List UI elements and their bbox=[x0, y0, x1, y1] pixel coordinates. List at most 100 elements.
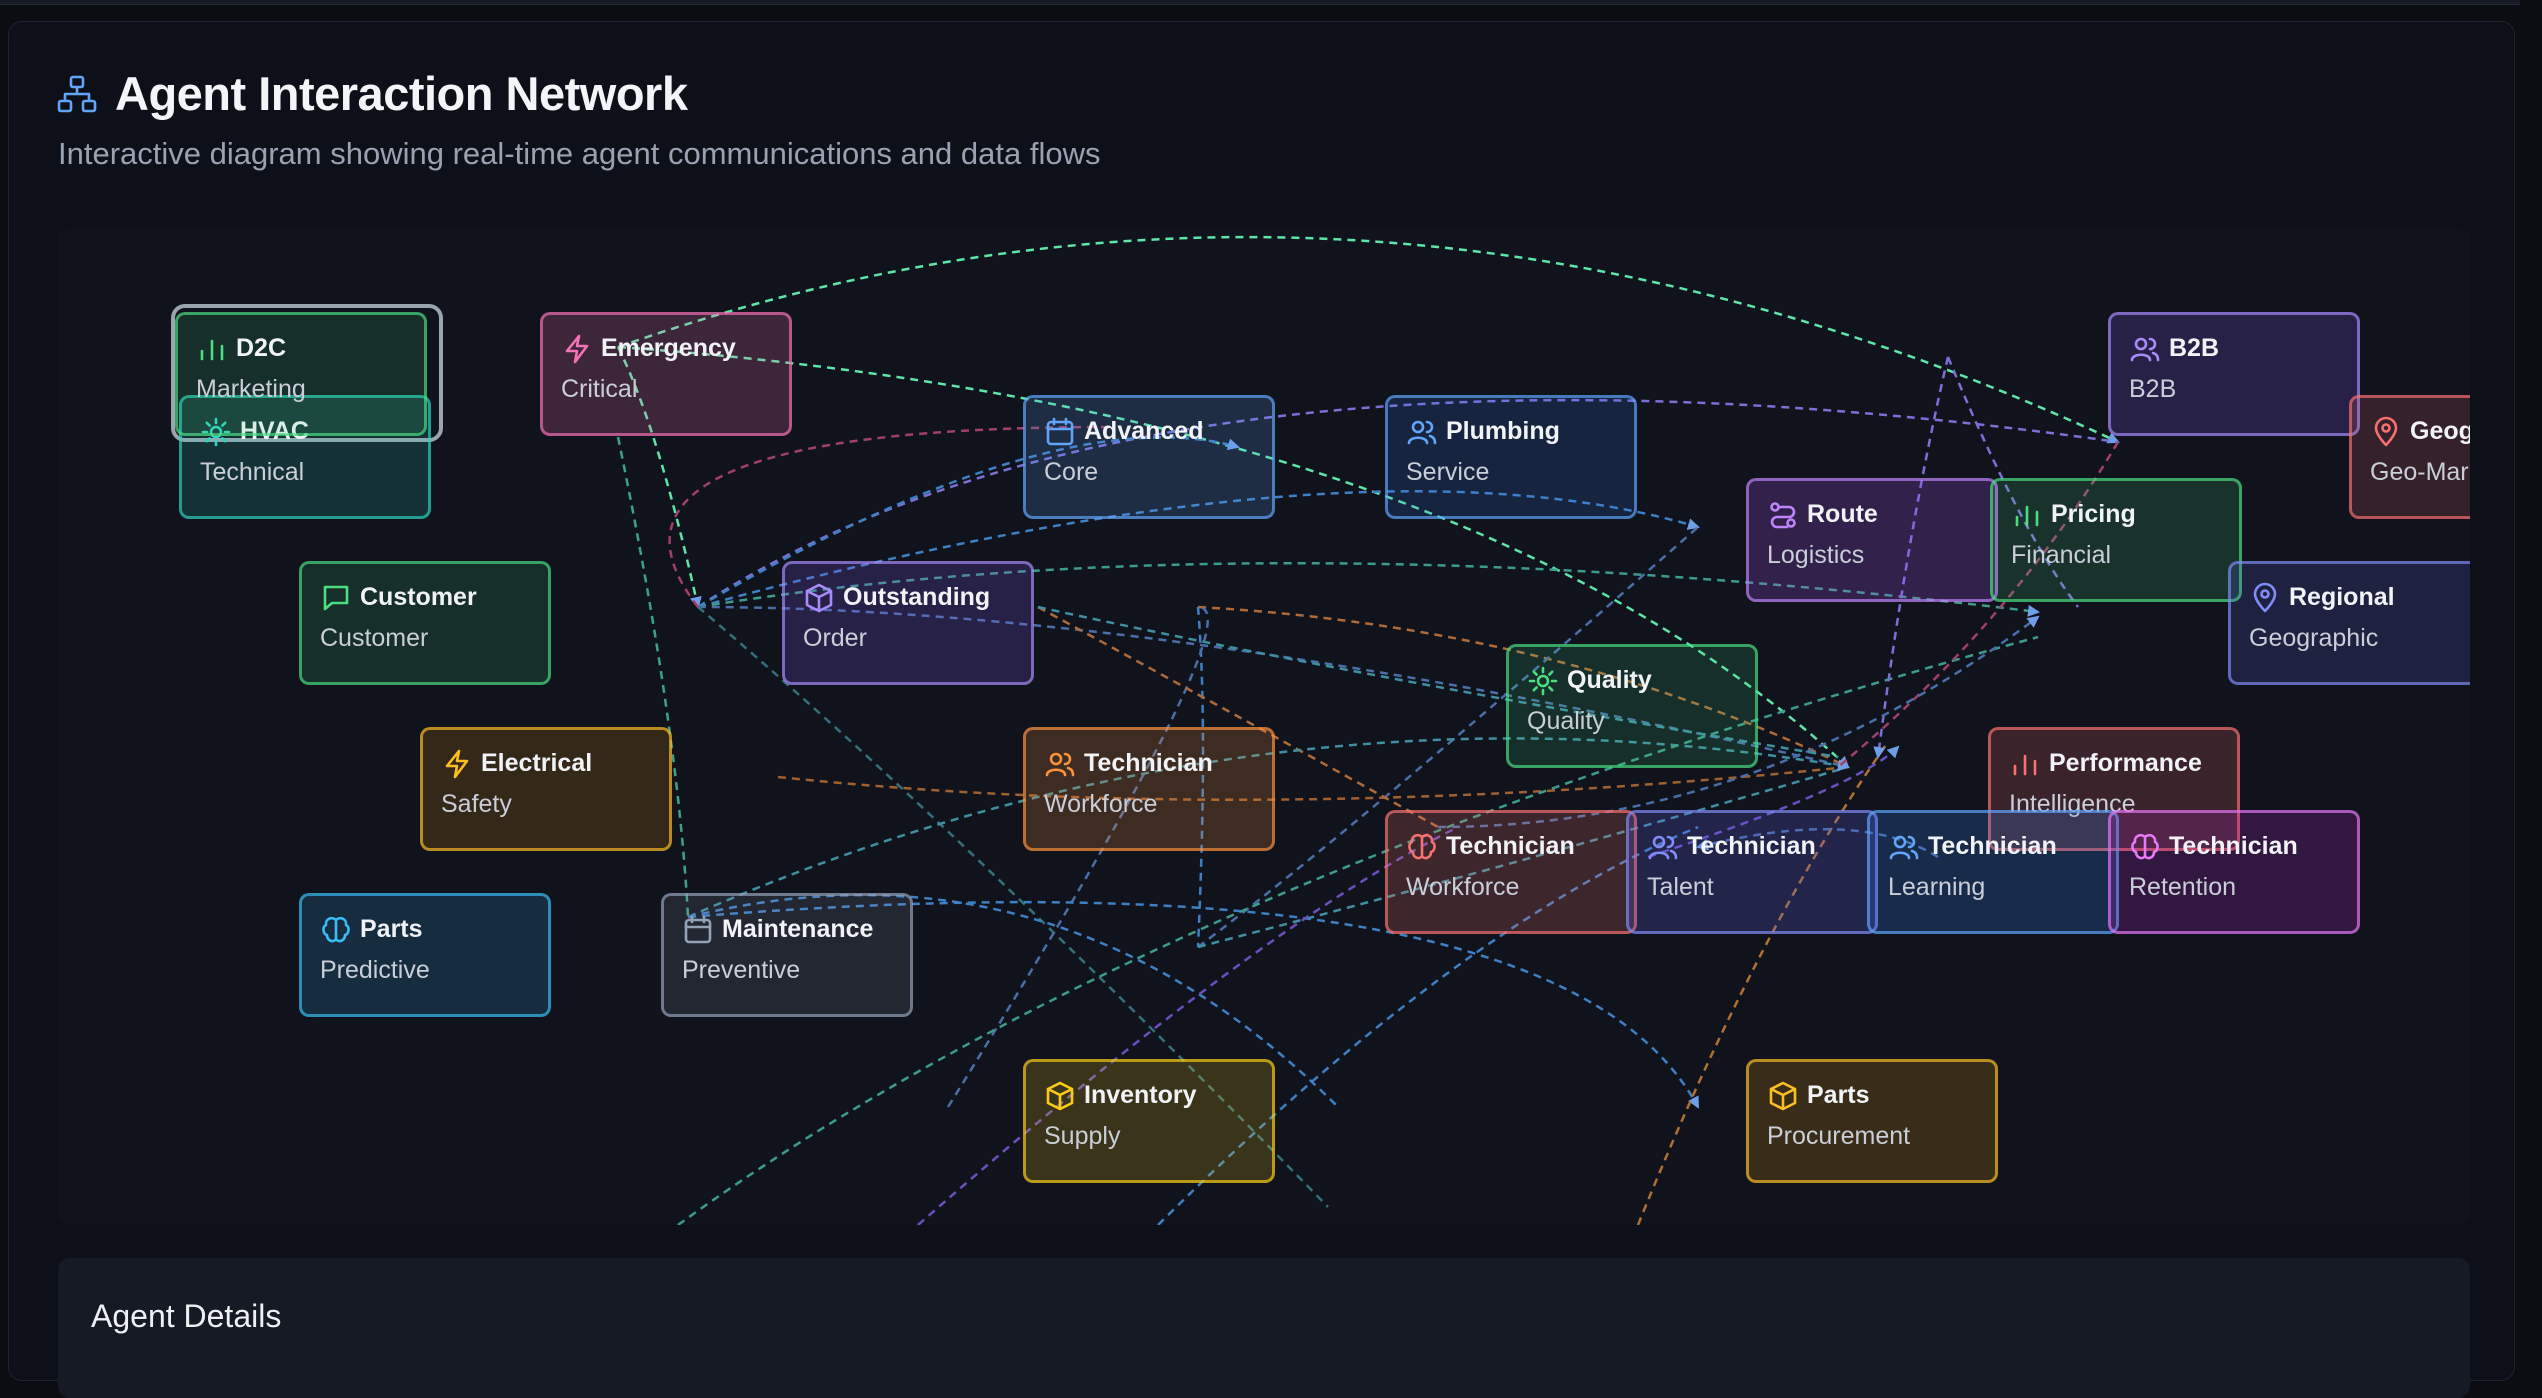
lightning-icon bbox=[565, 334, 589, 364]
gear-icon bbox=[201, 417, 231, 447]
page-title: Agent Interaction Network bbox=[115, 67, 688, 120]
agent-node-name: HVAC bbox=[240, 417, 309, 445]
agent-node-category: Technical bbox=[200, 458, 305, 486]
agent-node-name: Technician bbox=[1446, 832, 1575, 860]
agent-node-name: Parts bbox=[1807, 1081, 1870, 1109]
agent-node-name: B2B bbox=[2169, 334, 2220, 362]
agent-node-name: Customer bbox=[360, 583, 477, 611]
location-pin-icon bbox=[2374, 416, 2398, 447]
page-subtitle: Interactive diagram showing real-time ag… bbox=[58, 136, 1101, 171]
package-icon bbox=[1769, 1081, 1797, 1111]
agent-node-category: Procurement bbox=[1767, 1122, 1911, 1150]
gear-icon bbox=[1528, 666, 1558, 696]
agent-node-name: Technician bbox=[1687, 832, 1816, 860]
package-icon bbox=[805, 583, 833, 613]
agent-node-category: Marketing bbox=[196, 375, 306, 403]
agent-node-name: Parts bbox=[360, 915, 423, 943]
agent-node-category: Predictive bbox=[320, 956, 430, 984]
users-icon bbox=[2130, 337, 2160, 362]
agent-node-d2c[interactable]: D2C Marketing bbox=[175, 312, 427, 436]
agent-node-name: Technician bbox=[1084, 749, 1213, 777]
top-bar bbox=[0, 0, 2520, 5]
agent-node-name: Geog bbox=[2410, 417, 2470, 445]
agent-node-name: Maintenance bbox=[722, 915, 874, 943]
agent-node-category: Talent bbox=[1647, 873, 1714, 901]
selected-node-ring bbox=[171, 304, 443, 442]
agent-node-name: D2C bbox=[236, 334, 287, 362]
agent-node-name: Emergency bbox=[601, 334, 736, 362]
agent-node-category: Safety bbox=[441, 790, 512, 818]
agent-node-category: Financial bbox=[2011, 541, 2112, 569]
agent-node-category: Workforce bbox=[1406, 873, 1520, 901]
route-icon bbox=[1770, 502, 1796, 529]
connection-lines bbox=[616, 235, 2120, 1225]
users-icon bbox=[1889, 835, 1919, 860]
agent-node-name: Technician bbox=[1928, 832, 2057, 860]
users-icon bbox=[1407, 420, 1437, 445]
agent-node-category: Workforce bbox=[1044, 790, 1158, 818]
agent-node-category: Geo-Mar bbox=[2370, 458, 2469, 486]
agent-node-category: Logistics bbox=[1767, 541, 1865, 569]
agent-node-category: Quality bbox=[1527, 707, 1605, 735]
brain-icon bbox=[2131, 833, 2159, 860]
agent-node-name: Electrical bbox=[481, 749, 593, 777]
network-icon bbox=[57, 75, 97, 113]
agent-node-name: Route bbox=[1807, 500, 1878, 528]
agent-details-title: Agent Details bbox=[91, 1298, 282, 1334]
agent-node-category: Core bbox=[1044, 458, 1099, 486]
users-icon bbox=[1045, 752, 1075, 777]
users-icon bbox=[1648, 835, 1678, 860]
agent-node-name: Outstanding bbox=[843, 583, 991, 611]
agent-node-name: Performance bbox=[2049, 749, 2202, 777]
agent-node-name: Advanced bbox=[1084, 417, 1204, 445]
calendar-icon bbox=[1046, 417, 1074, 446]
agent-node-category: Critical bbox=[561, 375, 638, 403]
agent-node-category: Supply bbox=[1044, 1122, 1121, 1150]
agent-node-name: Technician bbox=[2169, 832, 2298, 860]
bar-chart-icon bbox=[2015, 505, 2039, 527]
agent-node-name: Pricing bbox=[2051, 500, 2136, 528]
lightning-icon bbox=[445, 749, 469, 779]
agent-node-category: Retention bbox=[2129, 873, 2237, 901]
message-icon bbox=[323, 585, 349, 611]
bar-chart-icon bbox=[2013, 754, 2037, 776]
location-pin-icon bbox=[2253, 582, 2277, 613]
agent-node-name: Inventory bbox=[1084, 1081, 1197, 1109]
agent-node-name: Quality bbox=[1567, 666, 1652, 694]
agent-node-hvac[interactable]: HVAC Technical bbox=[179, 395, 431, 519]
package-icon bbox=[1046, 1081, 1074, 1111]
agent-node-category: B2B bbox=[2129, 375, 2177, 403]
agent-node-name: Regional bbox=[2289, 583, 2395, 611]
agent-node-name: Plumbing bbox=[1446, 417, 1560, 445]
agent-node-category: Service bbox=[1406, 458, 1490, 486]
brain-icon bbox=[322, 916, 350, 943]
calendar-icon bbox=[684, 915, 712, 944]
bar-chart-icon bbox=[200, 339, 224, 361]
brain-icon bbox=[1408, 833, 1436, 860]
agent-node-category: Geographic bbox=[2249, 624, 2379, 652]
agent-node-category: Customer bbox=[320, 624, 429, 652]
